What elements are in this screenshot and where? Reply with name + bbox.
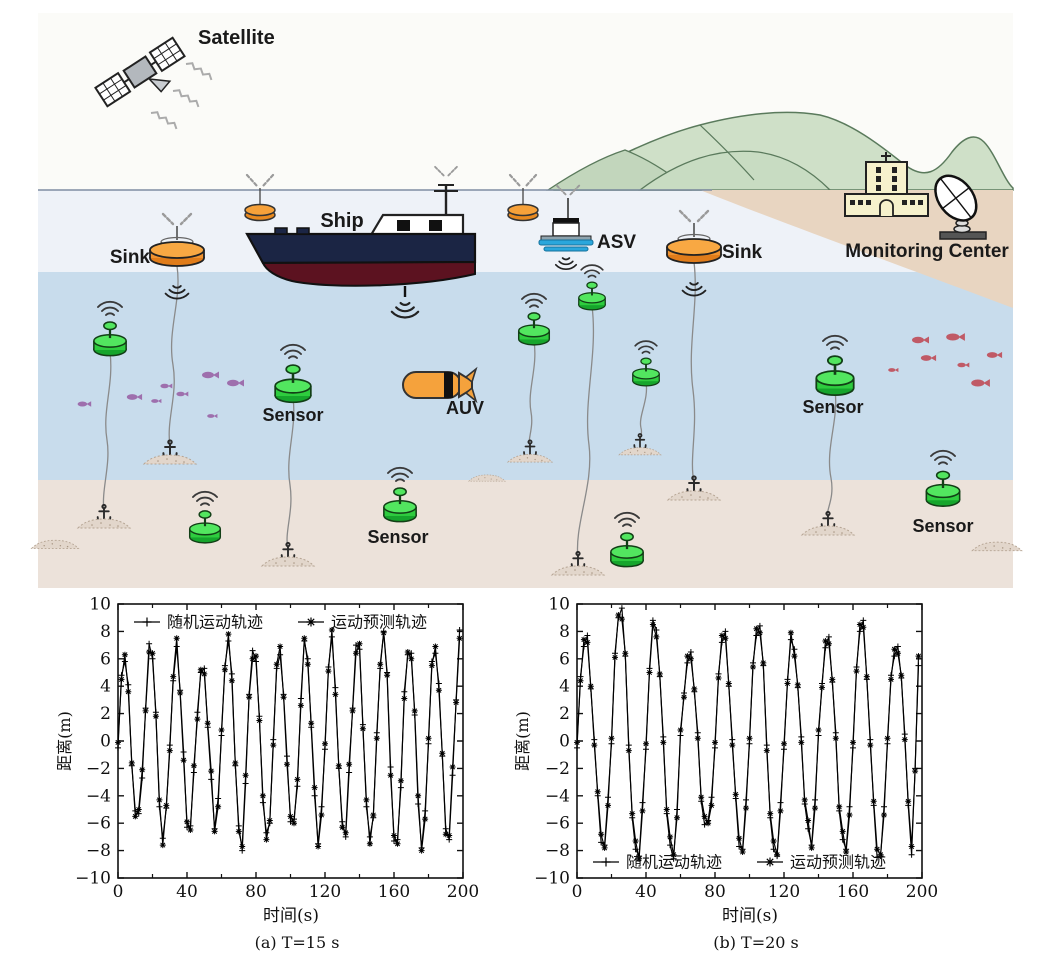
y-tick-label: −4 (86, 786, 111, 806)
chart-a: 0 40 80 120 160 200 −10 −8 −6 −4 −2 0 2 4 6 8 10 随机运动轨迹 运动… (55, 595, 479, 953)
sink-right-label: Sink (722, 242, 763, 263)
y-tick-label: 2 (559, 704, 570, 724)
auv (402, 366, 478, 404)
satellite-dish-icon (934, 174, 987, 240)
subplot-caption: (b) T=20 s (713, 933, 799, 952)
legend-label: 随机运动轨迹 (167, 613, 263, 632)
auv-label: AUV (446, 398, 484, 418)
legend-label: 运动预测轨迹 (790, 853, 886, 872)
mooring-line (690, 261, 696, 483)
y-tick-label: −6 (545, 814, 570, 834)
asv-label: ASV (597, 232, 636, 253)
y-tick-label: −8 (86, 841, 111, 861)
y-tick-label: −10 (534, 869, 570, 889)
mooring-line (286, 397, 295, 550)
y-tick-label: 10 (89, 595, 111, 615)
x-tick-label: 80 (704, 882, 726, 902)
shoreline (700, 190, 1013, 308)
mooring-line (576, 305, 595, 559)
mooring-line (528, 340, 536, 447)
y-tick-label: 4 (100, 677, 111, 697)
legend-marker-asterisk (765, 857, 775, 867)
subplot-caption: (a) T=15 s (255, 933, 340, 952)
x-tick-label: 120 (768, 882, 800, 902)
x-axis-label: 时间(s) (722, 906, 778, 926)
x-tick-label: 0 (113, 882, 124, 902)
x-tick-label: 120 (309, 882, 341, 902)
sensor-label: Sensor (802, 397, 863, 417)
series-markers-asterisk (115, 627, 463, 854)
x-tick-label: 0 (572, 882, 583, 902)
y-tick-label: 0 (559, 732, 570, 752)
y-tick-label: −10 (75, 869, 111, 889)
underwater-scene: Satellite Ship Sink (31, 13, 1023, 588)
x-tick-label: 40 (635, 882, 657, 902)
x-tick-label: 160 (378, 882, 410, 902)
series-markers-plus (115, 627, 463, 854)
legend-marker-asterisk (306, 617, 316, 627)
y-tick-label: 2 (100, 704, 111, 724)
sink-buoy-left (143, 212, 206, 465)
legend-marker-plus (142, 617, 152, 627)
x-tick-label: 200 (906, 882, 938, 902)
monitoring-center-building (844, 152, 929, 217)
legend-label: 运动预测轨迹 (331, 613, 427, 632)
y-tick-label: 6 (100, 649, 111, 669)
sensor-label: Sensor (262, 405, 323, 425)
y-tick-label: 6 (559, 649, 570, 669)
sink-buoy-right (665, 209, 723, 501)
mooring-line (168, 265, 179, 447)
y-tick-label: 4 (559, 677, 570, 697)
y-axis-label: 距离(m) (513, 711, 532, 771)
asv (538, 184, 594, 271)
y-tick-label: 0 (100, 732, 111, 752)
y-tick-label: 8 (100, 622, 111, 642)
x-tick-label: 200 (447, 882, 479, 902)
x-tick-label: 160 (837, 882, 869, 902)
y-tick-label: −6 (86, 814, 111, 834)
y-axis-label: 距离(m) (55, 711, 74, 771)
y-tick-label: −2 (86, 759, 111, 779)
y-tick-label: 8 (559, 622, 570, 642)
ship (245, 165, 477, 319)
sensor-label: Sensor (912, 516, 973, 536)
mooring-line (826, 389, 837, 519)
y-tick-label: −4 (545, 786, 570, 806)
x-tick-label: 80 (245, 882, 267, 902)
monitoring-center-label: Monitoring Center (845, 241, 1009, 262)
satellite-label: Satellite (198, 27, 275, 49)
sensor-nodes (31, 264, 1023, 576)
series-markers-asterisk (574, 612, 922, 862)
legend-label: 随机运动轨迹 (626, 853, 722, 872)
x-axis-label: 时间(s) (263, 906, 319, 926)
ship-label: Ship (320, 210, 363, 232)
x-tick-label: 40 (176, 882, 198, 902)
chart-b: 0 40 80 120 160 200 −10 −8 −6 −4 −2 0 2 4 6 8 10 随机运动轨迹 运动… (513, 595, 938, 953)
mooring-line (102, 351, 112, 512)
y-tick-label: 10 (548, 595, 570, 615)
series-line-asterisk (117, 629, 461, 851)
y-tick-label: −2 (545, 759, 570, 779)
seabed-layer (38, 480, 1013, 588)
sink-left-label: Sink (110, 247, 151, 268)
sensor-label: Sensor (367, 527, 428, 547)
satellite-icon (94, 36, 215, 130)
legend-marker-plus (601, 857, 611, 867)
y-tick-label: −8 (545, 841, 570, 861)
